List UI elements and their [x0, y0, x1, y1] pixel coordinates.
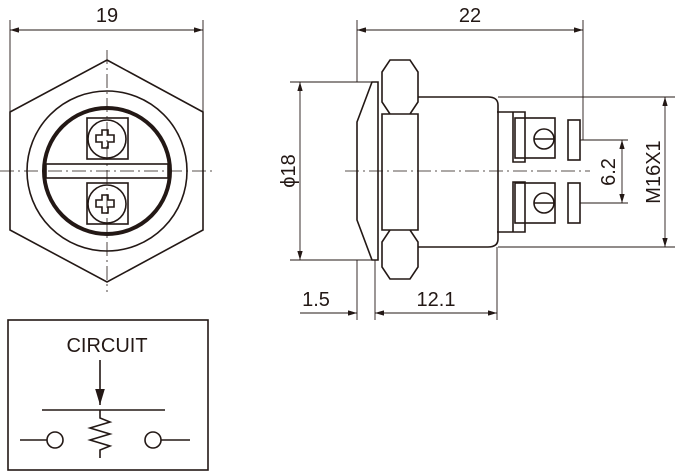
contact-right: [144, 431, 162, 449]
screw-top: [86, 117, 129, 160]
dim-19: 19: [96, 5, 118, 27]
front-view: 19: [0, 5, 213, 292]
circuit-diagram: CIRCUIT: [7, 319, 209, 471]
dim-m16x1: M16X1: [643, 140, 665, 203]
side-nut: [381, 59, 419, 280]
side-view: 22 ϕ18 M16X1 6.2 1.5 12.1: [278, 5, 675, 320]
dim-phi18: ϕ18: [278, 154, 300, 187]
screw-bottom: [86, 182, 129, 225]
dim-22: 22: [459, 5, 481, 27]
contact-left: [46, 431, 64, 449]
hex-nut: [9, 59, 204, 283]
circuit-title: CIRCUIT: [66, 335, 147, 357]
spring-icon: [87, 410, 113, 458]
body: [418, 96, 499, 248]
dim-1-5: 1.5: [302, 289, 330, 311]
dim-12-1: 12.1: [417, 289, 456, 311]
dim-6-2: 6.2: [598, 158, 620, 186]
